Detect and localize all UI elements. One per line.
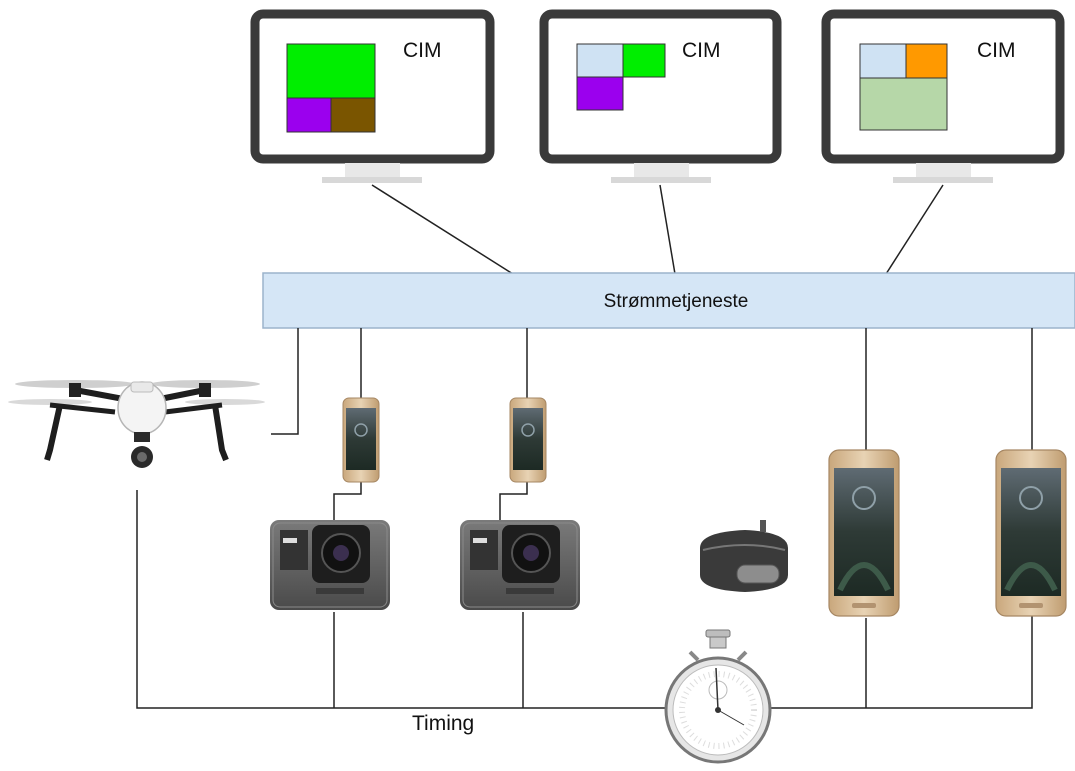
stopwatch-icon xyxy=(664,629,772,764)
monitor-label: CIM xyxy=(682,39,721,62)
smartphone-icon xyxy=(342,397,380,483)
bus-label: Strømmetjeneste xyxy=(604,291,749,312)
device-connectors xyxy=(271,328,1033,520)
streaming-service-bus: Strømmetjeneste xyxy=(262,272,1075,329)
timing-label: Timing xyxy=(412,712,474,735)
layout-tiles xyxy=(286,43,376,133)
action-camera-icon xyxy=(270,520,390,610)
monitor-2: CIM xyxy=(539,9,782,183)
layout-tiles xyxy=(576,43,666,111)
monitor-connectors xyxy=(371,184,944,275)
drone-icon xyxy=(8,380,265,468)
action-camera-icon xyxy=(460,520,580,610)
timing-connectors xyxy=(136,490,1033,709)
smartphone-icon xyxy=(995,449,1067,617)
monitor-label: CIM xyxy=(403,39,442,62)
monitor-3: CIM xyxy=(821,9,1065,183)
monitor-1: CIM xyxy=(250,9,495,183)
layout-tiles xyxy=(859,43,948,131)
smartphone-icon xyxy=(509,397,547,483)
heart-rate-sensor-icon xyxy=(700,520,788,592)
smartphone-icon xyxy=(828,449,900,617)
monitor-label: CIM xyxy=(977,39,1016,62)
